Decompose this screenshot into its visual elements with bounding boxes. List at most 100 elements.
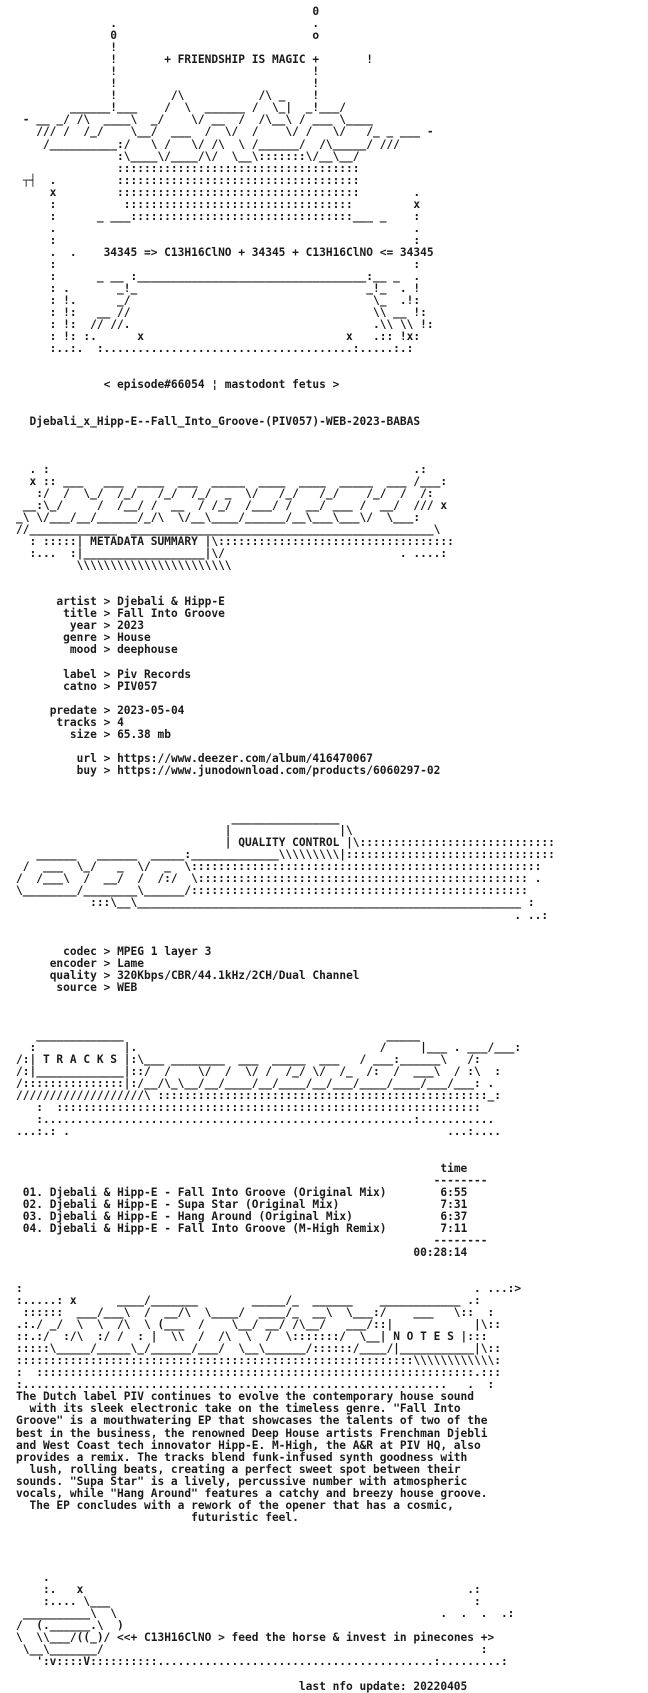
blank-line	[16, 777, 555, 789]
blank-line	[16, 440, 555, 452]
ascii-art: 0	[16, 5, 320, 18]
ascii-art: :/ / \_/ /_/ /_/ /_/ _ \/ /_/ /_/ /_/ / …	[16, 486, 434, 500]
ascii-art: : :	[16, 233, 421, 247]
metadata-key: size	[69, 727, 97, 741]
metadata-value: 2023-05-04	[117, 703, 185, 717]
notes-row: vocals, while "Hang Around" features a c…	[16, 1487, 555, 1500]
ascii-art: | |\	[16, 824, 353, 838]
ascii-art: : !: // //. .\\ \\ !:	[16, 318, 434, 332]
track-number: 01.	[22, 1185, 43, 1199]
track-title: Djebali & Hipp-E - Fall Into Groove (M-H…	[49, 1221, 387, 1235]
total-row: 00:28:14	[16, 1245, 555, 1259]
metadata-key: predate	[49, 703, 97, 717]
ascii-art: x :: ___ ___ ____ ___ _____ ____ ____ __…	[16, 474, 448, 488]
ascii-art: 0 o	[16, 29, 320, 43]
track-title: Djebali & Hipp-E - Fall Into Groove (Ori…	[49, 1185, 387, 1199]
metadata-key: title	[63, 607, 97, 621]
metadata-key: mood	[69, 643, 97, 657]
tracklist-header: time	[16, 1161, 555, 1175]
notes-row: best in the business, the renowned Deep …	[16, 1426, 555, 1440]
blank-line	[16, 789, 555, 801]
footer-tagline: <<+ C13H16ClNO > feed the horse & invest…	[117, 1631, 495, 1645]
ascii-art: _____________ _____	[16, 1028, 421, 1042]
ascii-art: /__________:/ \ / \/ /\ \ /______/ /\___…	[16, 137, 400, 151]
blank-line	[16, 1006, 555, 1018]
blank-line	[16, 1524, 555, 1536]
metadata-row: tracks > 4	[56, 715, 124, 729]
notes-line: futuristic feel.	[191, 1510, 299, 1524]
banner-line: ! + FRIENDSHIP IS MAGIC + !	[16, 53, 373, 67]
ascii-art: ///////////////////\ :::::::::::::::::::…	[16, 1089, 501, 1103]
track-title: Djebali & Hipp-E - Hang Around (Original…	[49, 1209, 353, 1223]
track-title: Djebali & Hipp-E - Supa Star (Original M…	[49, 1197, 340, 1211]
blank-line	[16, 428, 555, 440]
notes-row: lush, rolling beats, creating a perfect …	[16, 1463, 555, 1476]
blank-line	[16, 1138, 555, 1150]
ascii-art: ...:.: . ...:....	[16, 1125, 501, 1139]
metadata-value: https://www.deezer.com/album/416470067	[117, 751, 374, 765]
blank-line	[16, 1668, 555, 1680]
ascii-art: : _ ___:::::::::::::::::::::::::::::::::…	[16, 209, 421, 223]
ascii-art: ______!___ / \ ______ / \_| _!___/	[16, 101, 347, 115]
notes-line: Groove" is a mouthwatering EP that showc…	[16, 1414, 488, 1428]
notes-line: best in the business, the renowned Deep …	[16, 1426, 488, 1440]
metadata-row: mood > deephouse	[69, 643, 178, 657]
ascii-art: ':v::::V::::::::::......................…	[16, 1655, 508, 1669]
ascii-art: : _ __ :________________________________…	[16, 270, 421, 284]
metadata-row: genre > House	[63, 631, 151, 645]
ascii-art: \\\\\\\\\\\\\\\\\\\\\\\	[16, 559, 232, 573]
footer-update-row: last nfo update: 20220405	[16, 1679, 555, 1693]
notes-row: The Dutch label PIV continues to evolve …	[16, 1391, 555, 1403]
ascii-art: : . _!_ _!_ . !	[16, 282, 421, 296]
footer-tagline-row: \ \\___/((_)/ <<+ C13H16ClNO > feed the …	[16, 1631, 495, 1645]
ascii-art: :.......................................…	[16, 1378, 495, 1392]
nfo-document: 0 . . 0 o ! ! + FRIENDSHIP IS MAGIC + ! …	[16, 5, 555, 1693]
ascii-art: : :	[16, 257, 421, 271]
blank-line	[16, 1548, 555, 1560]
notes-row: Groove" is a mouthwatering EP that showc…	[16, 1415, 555, 1427]
ascii-art: : . ...:>	[16, 1281, 522, 1295]
track-number: 04.	[22, 1221, 43, 1235]
ascii-art: ______ ______ _____:_____________\\\\\\\…	[16, 848, 555, 862]
ascii-art: . : .:	[16, 462, 427, 476]
ascii-art: : ::::::::::::::::::::::::::::::::::::::…	[16, 1366, 501, 1380]
metadata-key: genre	[63, 631, 97, 645]
ascii-art: : :::::::::::::::::::::::::::::::::: x	[16, 197, 421, 211]
time-header: time	[440, 1161, 468, 1175]
quality-row: codec > MPEG 1 layer 3	[63, 944, 212, 958]
metadata-value: House	[117, 631, 151, 645]
blank-line	[16, 355, 555, 367]
quality-value: Lame	[117, 956, 145, 970]
ascii-art: .:./ _/ \ \ /\ \ (___ / \__/ __/ /\__/ _…	[16, 1318, 501, 1332]
divider: --------	[16, 1173, 488, 1187]
notes-section-title: N O T E S	[393, 1330, 454, 1344]
quality-key: codec	[63, 944, 97, 958]
section-header: /:| T R A C K S |:\___ ________ ___ ____…	[16, 1053, 481, 1067]
quality-row: encoder > Lame	[49, 956, 145, 970]
ascii-art: :..:. :.................................…	[16, 342, 414, 356]
metadata-value: https://www.junodownload.com/products/60…	[117, 763, 441, 777]
ascii-art: :.... \___ :	[16, 1595, 481, 1609]
ascii-art: \________/________\______/::::::::::::::…	[16, 884, 528, 898]
ascii-art: - __ _/ /\ ____\ _/ \/ __ / /\__\ / ___ …	[16, 113, 373, 127]
section-header: | QUALITY CONTROL |\::::::::::::::::::::…	[16, 836, 555, 850]
blank-line	[16, 1560, 555, 1572]
ascii-art: //_____________ ________________________…	[16, 523, 441, 537]
metadata-value: Fall Into Groove	[117, 607, 225, 621]
ascii-art: :... :|__________________|\/ . ....:	[16, 547, 448, 561]
total-time: 00:28:14	[413, 1245, 468, 1259]
notes-row: provides a remix. The tracks blend funk-…	[16, 1451, 555, 1464]
metadata-row: buy > https://www.junodownload.com/produ…	[76, 763, 441, 777]
ascii-art: :::\__\_________________________________…	[16, 896, 535, 910]
blank-line	[16, 1150, 555, 1162]
metadata-key: artist	[56, 595, 97, 609]
ascii-art: :. x .:	[16, 1583, 481, 1597]
last-update: last nfo update: 20220405	[298, 1679, 468, 1693]
banner-text: + FRIENDSHIP IS MAGIC +	[164, 53, 320, 67]
ascii-art: :::::\_____/_____\_/______/___/ \__\____…	[16, 1342, 501, 1356]
ascii-art: : |. / |___ . ___/___:	[16, 1041, 522, 1055]
metadata-row: artist > Djebali & Hipp-E	[56, 595, 225, 609]
section-header: ::.:/ :/\ :/ / : | \\ / /\ \ / \:::::::/…	[16, 1330, 488, 1344]
metadata-row: size > 65.38 mb	[69, 727, 171, 741]
metadata-value: Piv Records	[117, 667, 192, 681]
